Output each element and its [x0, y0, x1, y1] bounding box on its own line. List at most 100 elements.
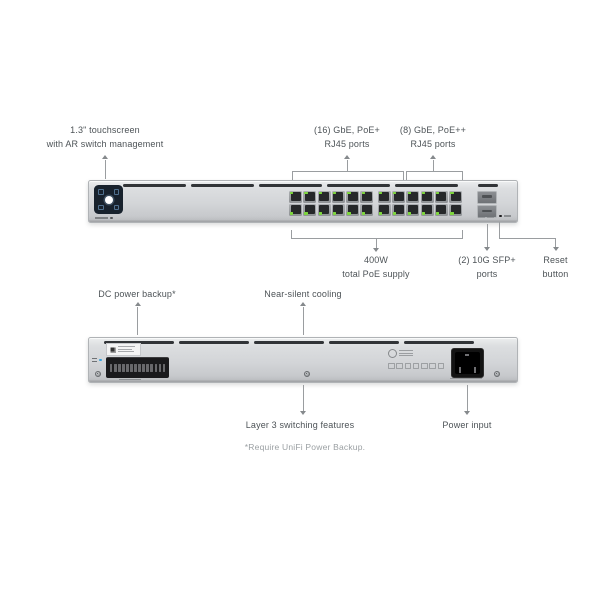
callout-arrow-down-icon [484, 246, 490, 251]
cert-mark [412, 362, 420, 369]
vent-slot [327, 183, 390, 187]
rj45-port [420, 203, 434, 216]
screw [95, 371, 101, 377]
screw [304, 370, 310, 377]
dc-power-connector [106, 357, 169, 378]
callout-arrow-down-icon [464, 410, 470, 415]
port-led [436, 191, 440, 194]
callout-line [466, 385, 468, 411]
port-led [318, 212, 322, 215]
rj45-ports [289, 190, 464, 216]
port-led [347, 191, 351, 194]
chassis-base [89, 379, 517, 382]
inlet-text-mark [450, 378, 482, 379]
bracket-poe-supply [291, 230, 463, 239]
callout-poe-plus-plus-label: (8) GbE, PoE++ RJ45 ports [399, 125, 467, 149]
rj45-port [434, 203, 448, 216]
screen-widget-icon [98, 189, 104, 195]
port-led [361, 212, 365, 215]
vent-slot [104, 340, 174, 344]
port-led [407, 191, 411, 194]
rj45-port-column [331, 190, 345, 216]
callout-line [375, 238, 377, 248]
rj45-port-column [317, 190, 331, 216]
rj45-port [449, 203, 463, 216]
chassis-base [89, 219, 517, 222]
callout-arrow-down-icon [552, 246, 559, 251]
callout-arrow-up-icon [134, 302, 141, 306]
vent-slot [478, 183, 498, 187]
screen-status-dot [104, 195, 113, 204]
port-led [450, 191, 454, 194]
vent-slot [259, 183, 322, 187]
rj45-port-column [289, 190, 302, 216]
dc-pin [146, 364, 149, 372]
info-sticker [106, 343, 141, 356]
callout-touchscreen-label: 1.3" touchscreen with AR switch manageme… [46, 125, 164, 149]
port-led [333, 212, 337, 215]
rj45-port-column [406, 190, 420, 216]
inlet-pin [474, 366, 476, 373]
port-led [421, 212, 426, 215]
rj45-port [317, 190, 331, 203]
callout-line [346, 159, 348, 171]
rj45-port-column [346, 190, 360, 216]
rj45-port-column [360, 190, 374, 216]
port-led [333, 191, 337, 194]
rj45-port-column [303, 190, 317, 216]
port-led [378, 212, 383, 215]
rj45-port-column [377, 190, 391, 216]
callout-arrow-up-icon [430, 155, 436, 159]
callout-line [432, 159, 434, 171]
dc-pin [138, 364, 141, 372]
rj45-port [346, 203, 360, 216]
rj45-port [317, 203, 331, 216]
dc-pin [114, 364, 117, 372]
rj45-port [392, 190, 406, 203]
dc-pins [110, 364, 166, 372]
rj45-port [420, 190, 434, 203]
screen-widget-icon [113, 204, 119, 210]
cert-mark [396, 362, 403, 369]
callout-cooling-label: Near-silent cooling [264, 289, 342, 299]
cert-mark [404, 362, 412, 369]
rj45-port [392, 203, 406, 216]
rj45-port [406, 203, 420, 216]
callout-layer3-label: Layer 3 switching features [245, 420, 355, 430]
callout-arrow-up-icon [102, 155, 108, 159]
callout-dc-backup-label: DC power backup* [98, 289, 176, 299]
rj45-port [303, 190, 317, 203]
port-led [318, 191, 322, 194]
power-inlet [451, 348, 484, 378]
cert-mark [388, 362, 395, 369]
bracket-poe-plus [292, 171, 404, 180]
rj45-port [377, 190, 391, 203]
switch-back-panel [88, 337, 518, 383]
vent-slot [179, 340, 249, 344]
rj45-port [303, 203, 317, 216]
port-led [290, 212, 294, 215]
dc-pin [142, 364, 145, 372]
reset-button [499, 214, 502, 218]
callout-power-input-label: Power input [442, 420, 492, 430]
port-led [290, 191, 294, 194]
brand-logo-icon [388, 349, 397, 358]
callout-poe-plus-label: (16) GbE, PoE+ RJ45 ports [314, 125, 380, 149]
port-led [436, 212, 440, 215]
inlet-pin [464, 354, 469, 356]
inlet-pin [459, 366, 461, 373]
rj45-port [289, 203, 302, 216]
bracket-poe-plus-plus [406, 171, 463, 180]
dc-pin [126, 364, 129, 372]
callout-arrow-down-icon [373, 247, 379, 252]
dc-pin [158, 364, 162, 372]
rj45-port-column [449, 190, 463, 216]
qr-code [108, 345, 116, 353]
callout-line [555, 237, 556, 247]
port-led [361, 191, 365, 194]
reset-text-mark [504, 215, 511, 217]
switch-front-panel [88, 180, 518, 223]
callout-line [302, 306, 304, 335]
cert-mark [421, 362, 428, 369]
